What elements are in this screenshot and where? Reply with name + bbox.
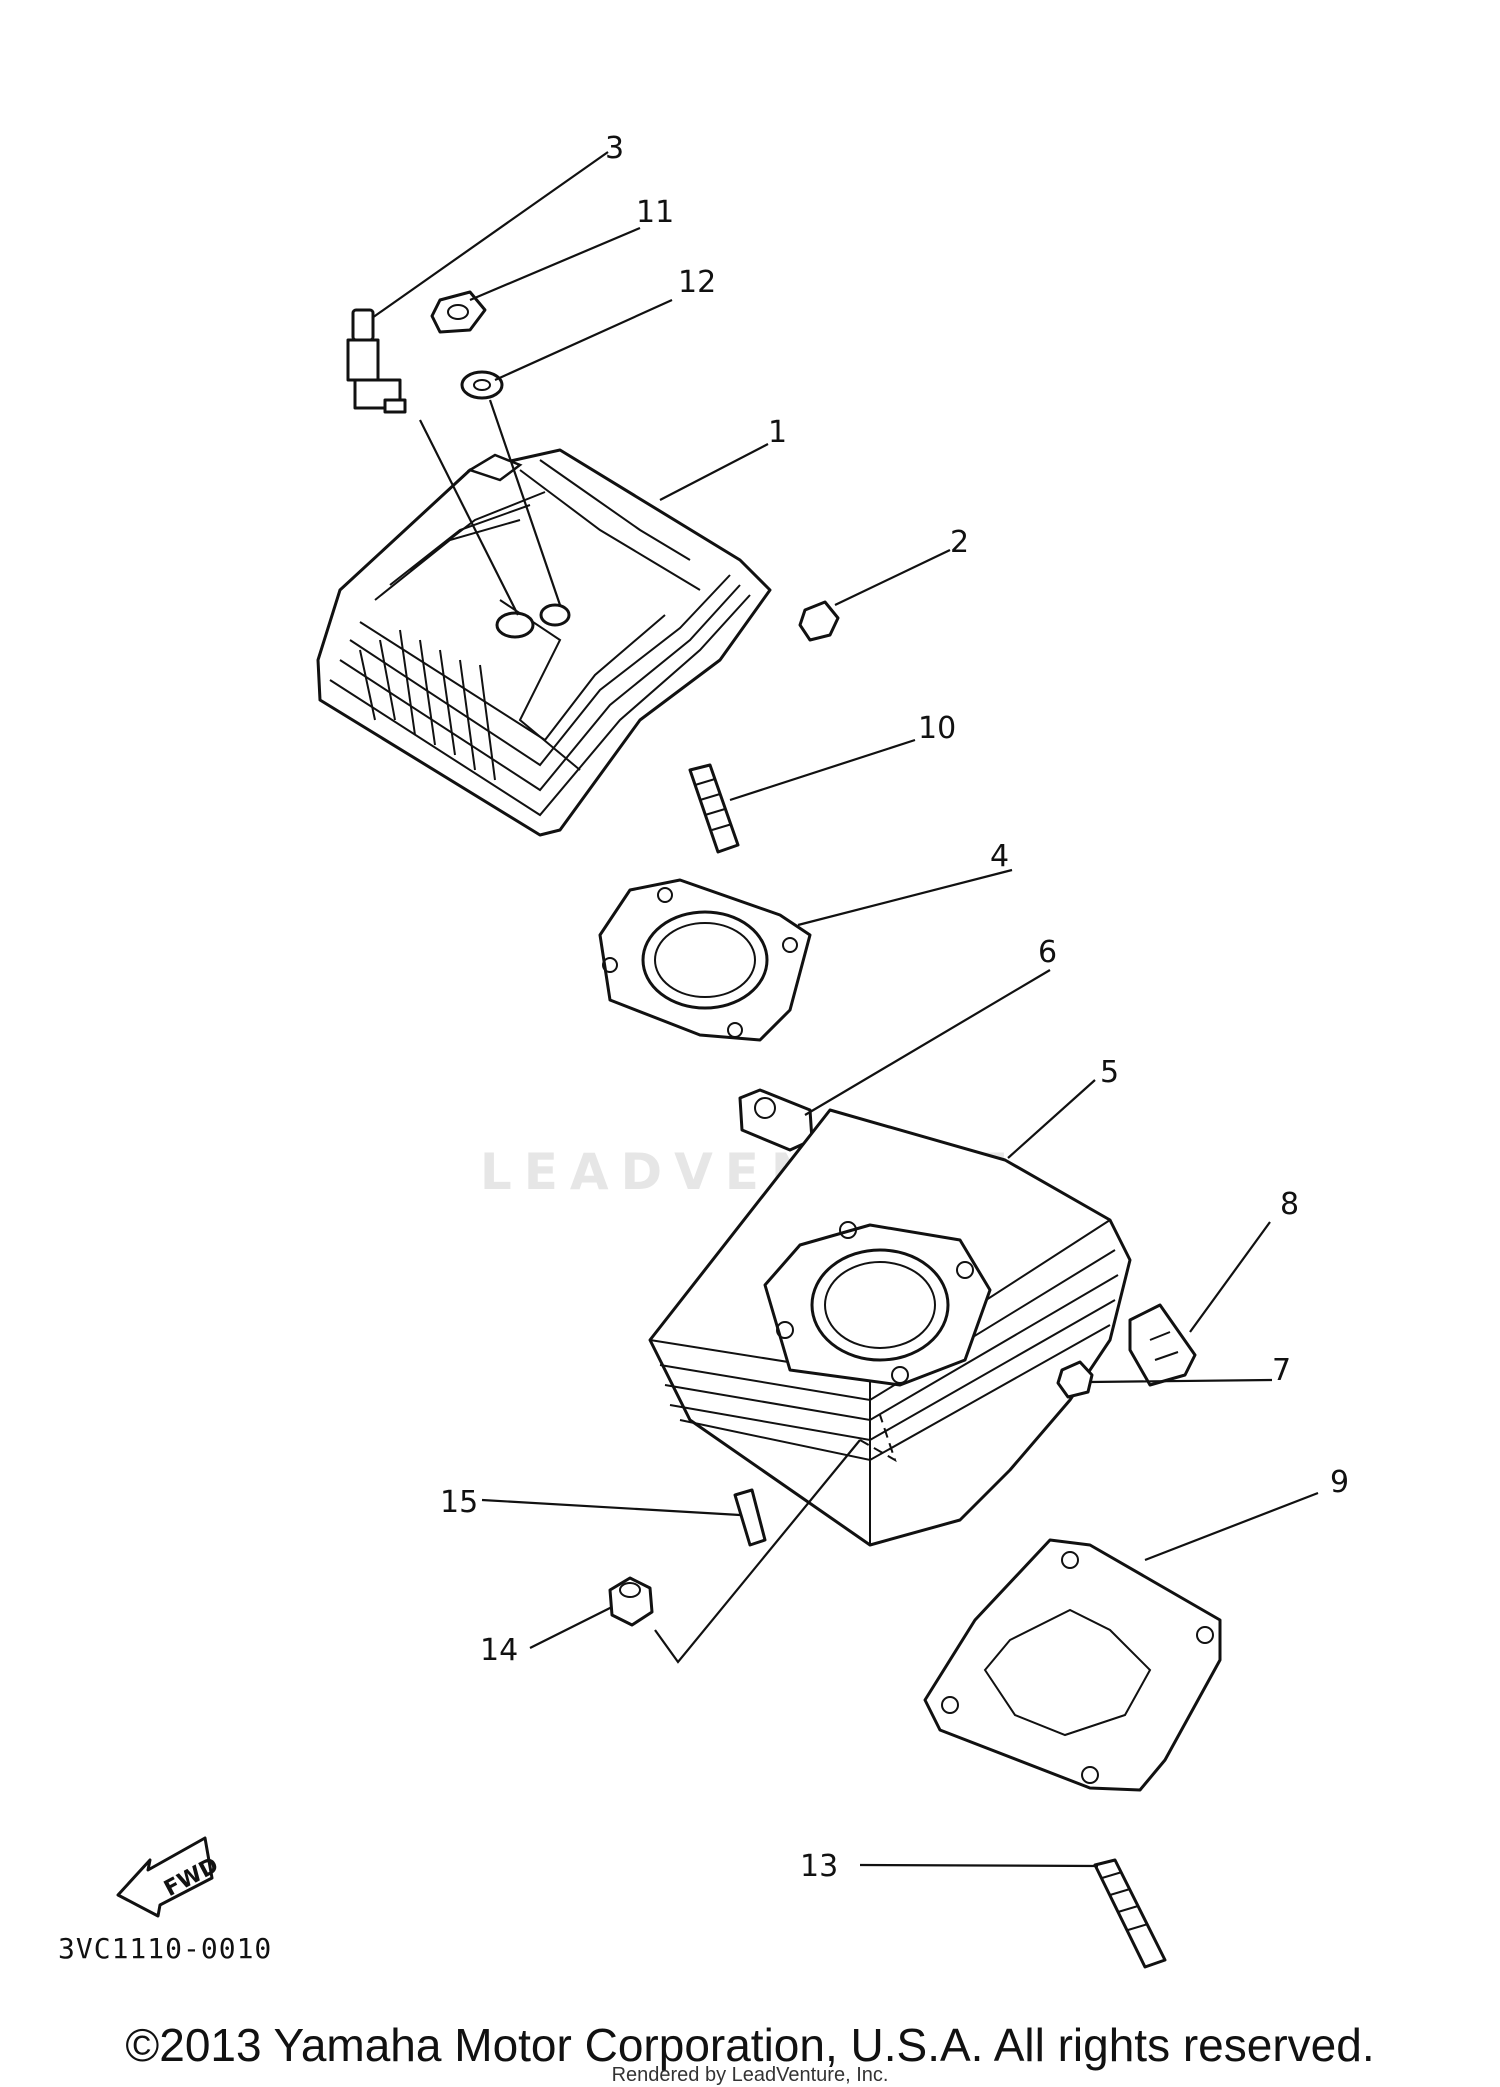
copyright-text: ©2013 Yamaha Motor Corporation, U.S.A. A…	[125, 2019, 1375, 2071]
callout-11: 11	[636, 195, 674, 230]
base-stud-bolt[interactable]	[1093, 1858, 1167, 1969]
stud-bolt[interactable]	[688, 763, 740, 854]
callout-4: 4	[990, 839, 1009, 874]
callout-2: 2	[950, 525, 969, 560]
callout-1: 1	[768, 415, 787, 450]
callout-10: 10	[918, 711, 956, 746]
callout-3: 3	[605, 131, 624, 166]
leader-lines	[371, 151, 1319, 1868]
callout-8: 8	[1280, 1187, 1299, 1222]
clip[interactable]	[738, 1088, 814, 1152]
fwd-arrow-icon: FWD	[116, 1836, 223, 1918]
flange-nut[interactable]	[608, 1576, 654, 1627]
rendered-by-text: Rendered by LeadVenture, Inc.	[611, 2064, 889, 2086]
callout-6: 6	[1038, 935, 1057, 970]
cylinder[interactable]	[648, 1108, 1132, 1547]
callout-13: 13	[800, 1849, 838, 1884]
callout-14: 14	[480, 1633, 518, 1668]
base-gasket[interactable]	[923, 1538, 1222, 1792]
bracket[interactable]	[1128, 1303, 1197, 1387]
callout-9: 9	[1330, 1465, 1349, 1500]
callout-7: 7	[1272, 1353, 1291, 1388]
callout-5: 5	[1100, 1055, 1119, 1090]
cap-lower[interactable]	[1056, 1360, 1094, 1399]
callouts: 1 2 3 4 5 6 7 8 9 10 11 12 13 14 15	[440, 131, 1349, 1884]
dowel-stud[interactable]	[733, 1488, 767, 1547]
diagram-code: 3VC1110-0010	[58, 1932, 273, 1965]
cap[interactable]	[798, 600, 840, 642]
spark-plug[interactable]	[346, 308, 407, 414]
nut[interactable]	[430, 290, 487, 334]
callout-12: 12	[678, 265, 716, 300]
callout-15: 15	[440, 1485, 478, 1520]
washer[interactable]	[460, 370, 504, 400]
cylinder-head[interactable]	[316, 448, 772, 837]
head-gasket[interactable]	[598, 878, 812, 1042]
